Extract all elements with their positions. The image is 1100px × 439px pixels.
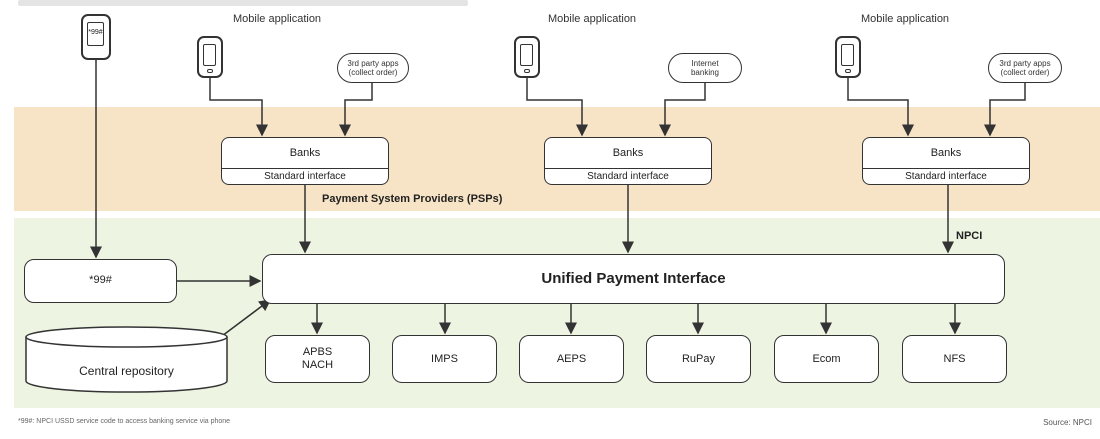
bank-box: Banks Standard interface [221, 137, 389, 185]
service-aeps: AEPS [519, 335, 624, 383]
source-label: Source: NPCI [1043, 418, 1092, 427]
central-repository-label: Central repository [79, 364, 174, 378]
internet-banking-pill: Internet banking [668, 53, 742, 83]
third-party-apps-pill: 3rd party apps (collect order) [337, 53, 409, 83]
npci-label: NPCI [956, 230, 983, 242]
mobile-app-label-2: Mobile application [548, 13, 637, 25]
mobile-app-label-3: Mobile application [861, 13, 950, 25]
bank-box: Banks Standard interface [862, 137, 1030, 185]
service-imps: IMPS [392, 335, 497, 383]
standard-interface-label: Standard interface [863, 168, 1029, 184]
bank-name: Banks [289, 147, 321, 159]
bank-name: Banks [930, 147, 962, 159]
smartphone-icon [197, 36, 223, 78]
ussd-phone-icon: *99# [81, 14, 111, 60]
standard-interface-label: Standard interface [545, 168, 711, 184]
service-apbs-nach: APBS NACH [265, 335, 370, 383]
bank-box: Banks Standard interface [544, 137, 712, 185]
smartphone-icon [514, 36, 540, 78]
psp-label: Payment System Providers (PSPs) [322, 193, 503, 205]
smartphone-icon [835, 36, 861, 78]
service-rupay: RuPay [646, 335, 751, 383]
upi-box: Unified Payment Interface [262, 254, 1005, 304]
top-caption-blur [18, 0, 468, 6]
ussd-box: *99# [24, 259, 177, 303]
mobile-app-label-1: Mobile application [233, 13, 322, 25]
footnote: *99#: NPCI USSD service code to access b… [18, 418, 231, 425]
database-icon [25, 326, 228, 393]
standard-interface-label: Standard interface [222, 168, 388, 184]
bank-name: Banks [612, 147, 644, 159]
ussd-phone-code: *99# [87, 22, 104, 46]
service-ecom: Ecom [774, 335, 879, 383]
service-nfs: NFS [902, 335, 1007, 383]
third-party-apps-pill: 3rd party apps (collect order) [988, 53, 1062, 83]
